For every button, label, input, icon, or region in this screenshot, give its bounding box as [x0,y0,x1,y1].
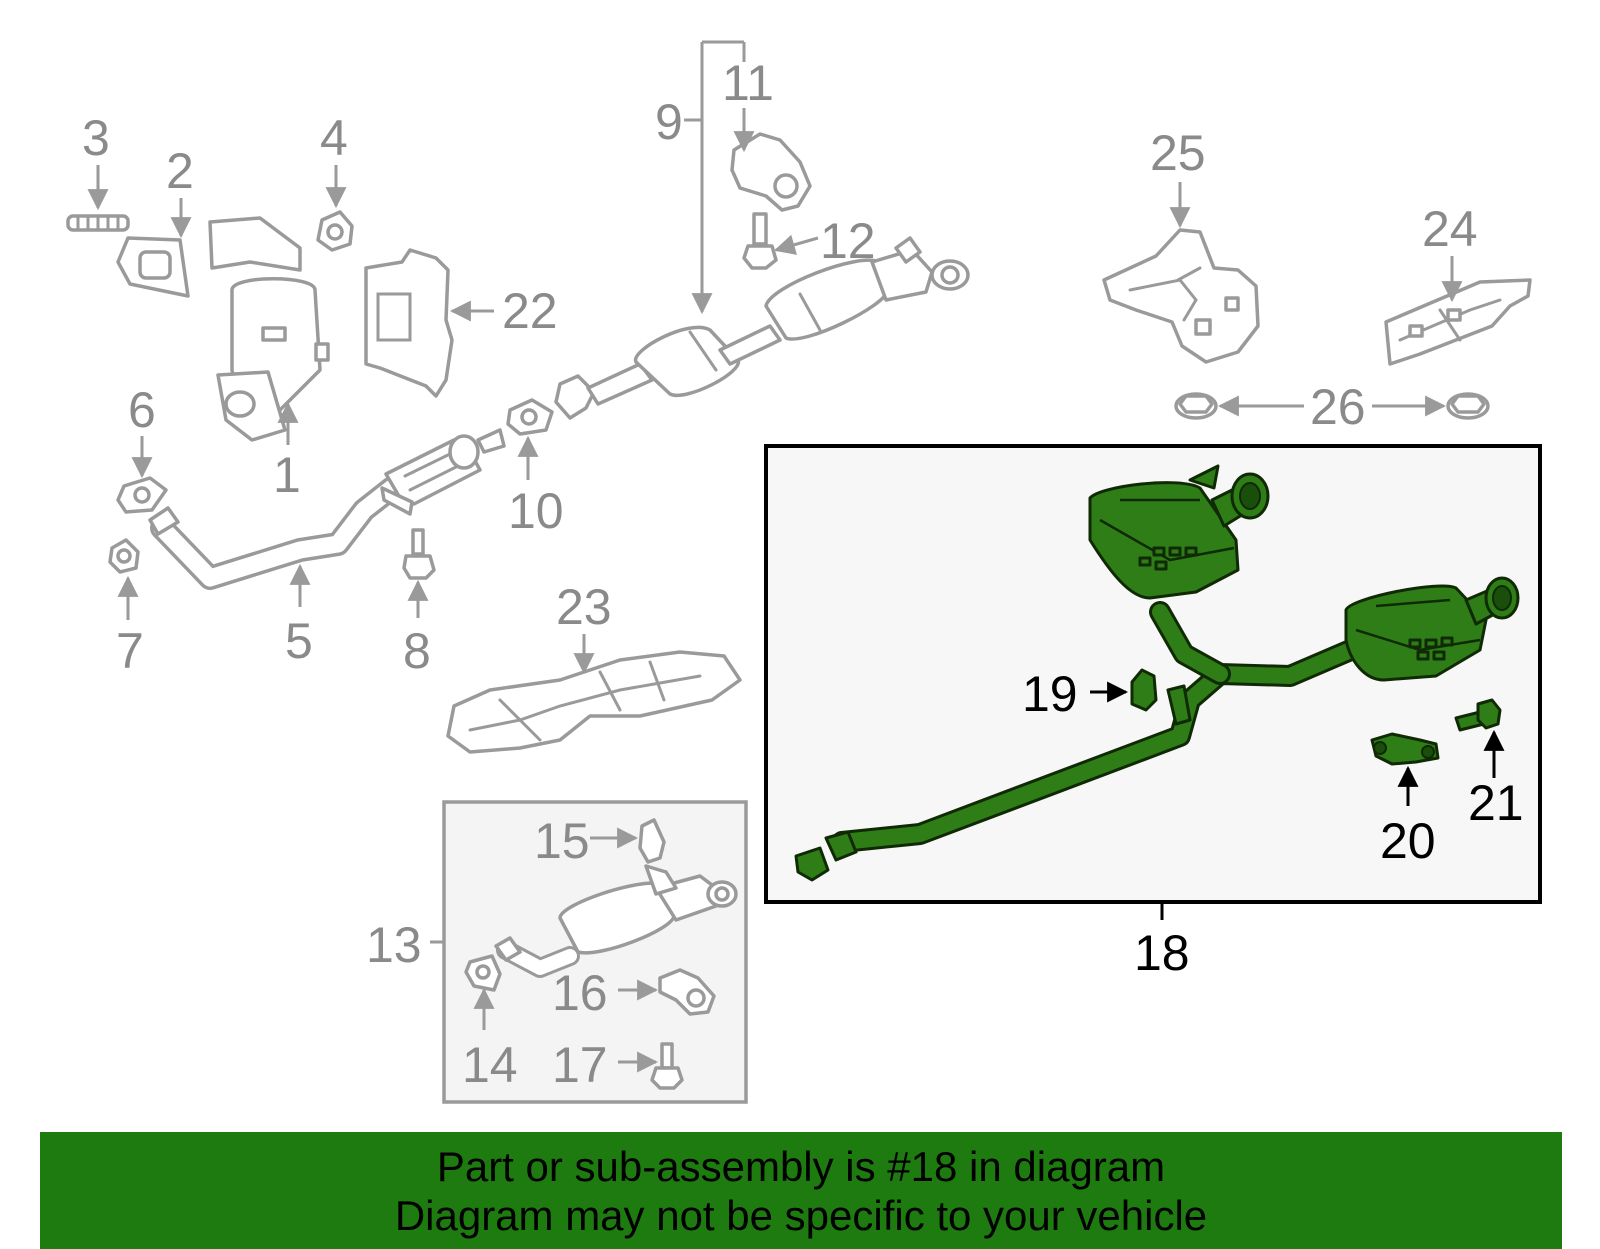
part-5-front-pipe[interactable] [148,428,506,590]
callout-6: 6 [128,382,156,438]
callout-23: 23 [556,579,612,635]
part-2-gasket[interactable] [116,236,190,298]
part-20-hanger[interactable] [1370,732,1440,766]
part-9-intermediate-pipe[interactable] [554,236,970,420]
callout-5: 5 [285,613,313,669]
callout-12: 12 [820,213,876,269]
part-25-bracket[interactable] [1102,228,1260,364]
part-10-gasket[interactable] [506,398,554,436]
part-17-bolt[interactable] [650,1042,684,1090]
callout-10: 10 [508,483,564,539]
callout-4: 4 [320,110,348,166]
part-7-nut[interactable] [108,538,140,574]
callout-9: 9 [655,94,683,150]
callout-21: 21 [1468,775,1524,831]
callout-18: 18 [1134,925,1190,981]
part-12-bolt[interactable] [742,212,778,270]
callout-11: 11 [722,55,774,111]
callout-13: 13 [366,917,422,973]
part-11-hanger-bracket[interactable] [730,132,812,212]
part-21-bolt[interactable] [1454,698,1502,732]
part-22-heat-shield[interactable] [364,248,454,398]
part-8-bolt[interactable] [402,528,436,580]
part-15-insulator[interactable] [638,818,666,864]
leader-12 [773,234,819,255]
callout-26: 26 [1310,379,1366,435]
part-26-nut-left[interactable] [1174,392,1218,420]
callout-1: 1 [273,447,301,503]
part-13-assembly-box[interactable] [442,800,748,1104]
part-4-nut[interactable] [316,210,354,252]
part-3-stud[interactable] [66,214,130,232]
callout-7: 7 [116,623,144,679]
callout-15: 15 [534,813,590,869]
part-24-bracket[interactable] [1384,278,1532,366]
callout-16: 16 [552,965,608,1021]
callout-24: 24 [1422,201,1478,257]
callout-3: 3 [82,110,110,166]
callout-22: 22 [502,283,558,339]
part-1-catalytic-converter[interactable] [208,216,330,442]
callout-2: 2 [166,143,194,199]
part-23-heat-shield[interactable] [446,650,742,754]
part-16-hanger[interactable] [658,968,716,1016]
part-19-insulator[interactable] [1130,668,1158,712]
part-26-nut-right[interactable] [1446,392,1490,420]
footer-line-2: Diagram may not be specific to your vehi… [394,1192,1208,1239]
callout-8: 8 [403,623,431,679]
callout-20: 20 [1380,813,1436,869]
callout-14: 14 [462,1037,518,1093]
callout-25: 25 [1150,125,1206,181]
footer-line-1: Part or sub-assembly is #18 in diagram [436,1143,1166,1190]
part-6-gasket[interactable] [116,476,168,514]
footer-banner: Part or sub-assembly is #18 in diagram D… [40,1132,1562,1249]
callout-17: 17 [552,1037,608,1093]
callout-19: 19 [1022,666,1078,722]
